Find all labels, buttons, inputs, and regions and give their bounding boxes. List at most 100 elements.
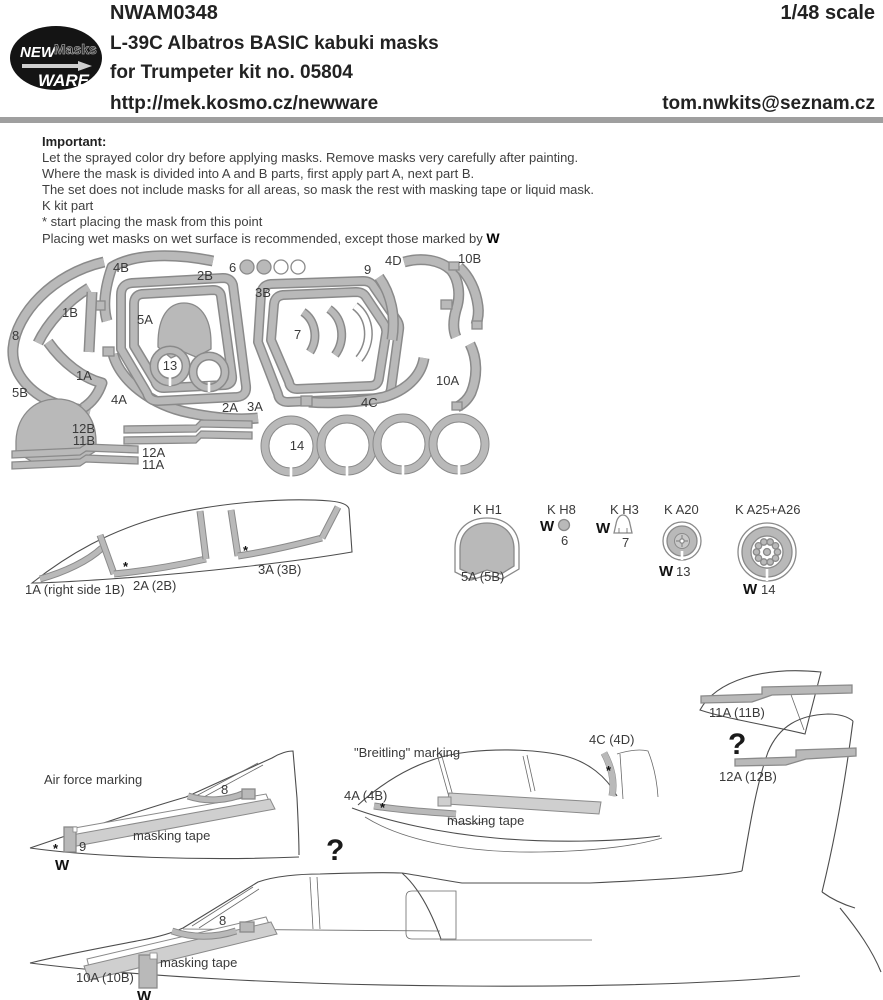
logo-text-new: NEW	[20, 44, 57, 61]
part-label-13: 13	[163, 358, 177, 373]
note-text: Placing wet masks on wet surface is reco…	[42, 231, 483, 246]
part-label-11a: 11A	[142, 457, 164, 472]
part-label-12b: 12B	[72, 421, 95, 436]
mask-10a-applied	[138, 954, 158, 989]
part-label-5a: 5A	[137, 312, 153, 327]
mask-part-11b-strip	[123, 430, 253, 445]
part-label-3b: 3B	[255, 285, 271, 300]
label-11a11b: 11A (11B)	[709, 705, 765, 720]
part-label-10a: 10A	[436, 373, 459, 388]
label-10a10b: 10A (10B)	[76, 970, 134, 985]
mask-part-7-crescents	[303, 306, 368, 359]
mask-label-14: 14	[761, 582, 775, 597]
mask-part-4d-shape	[404, 260, 459, 337]
label-4c4d: 4C (4D)	[589, 732, 635, 747]
mask-label-5a5b: 5A (5B)	[461, 569, 504, 584]
product-code: NWAM0348	[110, 2, 218, 24]
label-9: 9	[79, 839, 86, 854]
kit-label-a20: K A20	[664, 502, 699, 517]
kit-parts-reference: K H1 5A (5B) K H8 W 6 K H3 W 7 K A20 W 1…	[454, 502, 800, 598]
label-8: 8	[219, 913, 226, 928]
label-4a4b: 4A (4B)	[344, 788, 387, 803]
mask-part-10a-shape	[451, 344, 476, 410]
part-label-4a: 4A	[111, 392, 127, 407]
part-label-10b: 10B	[458, 251, 481, 266]
bottom-aircraft-diagram: 12A (12B) 8 masking tape 10A (10B) W	[29, 713, 882, 1000]
note-line: The set does not include masks for all a…	[42, 182, 595, 197]
logo-oval	[10, 26, 102, 90]
scale-label: 1/48 scale	[780, 2, 875, 24]
mask-part-12a-strip	[11, 443, 139, 459]
mask-4a-applied	[374, 806, 456, 814]
mask-part-4c-shape	[300, 358, 424, 406]
logo-text-ware: WARE	[38, 71, 90, 90]
website-url: http://mek.kosmo.cz/newware	[110, 93, 379, 114]
start-point-star: *	[243, 543, 249, 558]
product-title: L-39C Albatros BASIC kabuki masks	[110, 33, 439, 54]
wet-symbol: W	[596, 520, 611, 537]
mask-part-11a-strip	[11, 454, 139, 470]
start-point-star: *	[53, 841, 59, 856]
airforce-marking-diagram: Air force marking 8 masking tape 9 * W	[29, 750, 300, 874]
important-notes: Important: Let the sprayed color dry bef…	[42, 134, 594, 247]
breitling-title: "Breitling" marking	[354, 745, 460, 760]
part-label-12a: 12A	[142, 445, 165, 460]
canopy-label-1a: 1A (right side 1B)	[25, 582, 125, 597]
wet-symbol: W	[486, 230, 500, 246]
airforce-title: Air force marking	[44, 772, 142, 787]
mask-parts-sheet: 13	[0, 250, 490, 477]
kit-label-a25: K A25+A26	[735, 502, 800, 517]
wet-symbol: W	[659, 563, 674, 580]
question-mark: ?	[728, 728, 746, 761]
mask-11-applied	[700, 684, 853, 704]
wet-symbol: W	[55, 857, 70, 874]
canopy-label-3a: 3A (3B)	[258, 562, 301, 577]
part-label-9: 9	[364, 262, 371, 277]
note-line-wet: Placing wet masks on wet surface is reco…	[42, 230, 594, 247]
logo-text-masks: Masks	[54, 41, 97, 57]
label-8: 8	[221, 782, 228, 797]
kit-part-a25-wheel	[737, 522, 797, 582]
canopy-mask-1a	[40, 535, 114, 579]
canopy-side-view: * * 1A (right side 1B) 2A (2B) 3A (3B)	[25, 499, 353, 597]
kit-part-h3	[613, 514, 633, 534]
mask-label-13: 13	[676, 564, 690, 579]
mask-part-10b-shape	[448, 261, 482, 329]
start-point-star: *	[606, 763, 612, 778]
part-label-6: 6	[229, 260, 236, 275]
wet-symbol: W	[743, 581, 758, 598]
start-point-star: *	[380, 800, 386, 815]
mask-label-7: 7	[622, 535, 629, 550]
masking-tape-label: masking tape	[160, 955, 237, 970]
mask-9-applied	[63, 826, 77, 853]
product-subtitle: for Trumpeter kit no. 05804	[110, 62, 353, 83]
note-line: Where the mask is divided into A and B p…	[42, 166, 475, 181]
start-point-star: *	[123, 559, 129, 574]
mask-part-14-rings: 14	[260, 413, 490, 477]
part-label-8: 8	[12, 328, 19, 343]
mask-part-4a-shape	[102, 346, 258, 419]
kit-label-h8: K H8	[547, 502, 576, 517]
kit-part-a20-wheel	[662, 521, 702, 561]
kit-label-h1: K H1	[473, 502, 502, 517]
part-label-1a: 1A	[76, 368, 92, 383]
mask-label-6: 6	[561, 533, 568, 548]
part-label-1b: 1B	[62, 305, 78, 320]
mask-ring-small	[188, 351, 230, 393]
note-line: Let the sprayed color dry before applyin…	[42, 150, 579, 165]
mask-part-6-dots	[239, 259, 306, 275]
part-label-7: 7	[294, 327, 301, 342]
mask-part-13-ring: 13	[149, 345, 191, 387]
header-divider-bar	[0, 117, 883, 123]
mask-8-applied	[172, 921, 255, 936]
note-line: * start placing the mask from this point	[42, 214, 263, 229]
placement-diagrams: Air force marking 8 masking tape 9 * W ?	[29, 670, 882, 1000]
masking-tape-band	[446, 792, 602, 815]
mask-8-applied	[188, 788, 256, 800]
masking-tape-label: masking tape	[133, 828, 210, 843]
part-label-4b: 4B	[113, 260, 129, 275]
label-12a12b: 12A (12B)	[719, 769, 777, 784]
part-label-14: 14	[290, 438, 304, 453]
notes-heading: Important:	[42, 134, 107, 149]
